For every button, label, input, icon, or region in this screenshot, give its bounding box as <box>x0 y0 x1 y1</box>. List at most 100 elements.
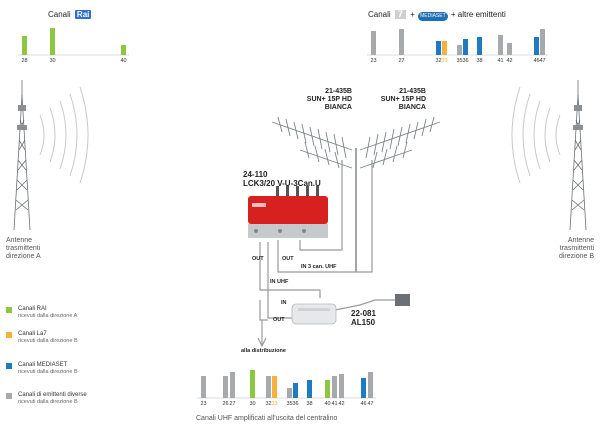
yagi-antenna-right <box>359 116 441 169</box>
antenna-left-model: SUN+ 15P HD <box>306 96 352 103</box>
tick-label: 47 <box>539 58 546 64</box>
tick-label: 33 <box>271 401 278 407</box>
power-supply-label: 22-081 AL150 <box>351 309 376 327</box>
rai-logo-badge: Rai <box>74 10 92 19</box>
legend-label: Canali MEDIASET <box>18 362 68 368</box>
tick-label: 28 <box>21 58 28 64</box>
bar-ch-36 <box>293 383 298 398</box>
bar-ch-23 <box>201 376 206 398</box>
tick-label: 42 <box>506 58 513 64</box>
power-supply-model: AL150 <box>351 318 376 327</box>
rai-chart-header: Canali Rai <box>48 10 92 19</box>
tx-left-label: Antenne trasmittenti direzione A <box>6 237 41 261</box>
tick-label: 42 <box>338 401 345 407</box>
bar-ch-41 <box>498 35 503 55</box>
uhf-b-chart-header: Canali 7 + MEDIASET + altre emittenti <box>368 10 506 21</box>
antenna-right-code: 21-435B <box>399 88 426 95</box>
tx-right-line3: direzione B <box>558 253 594 260</box>
bar-ch-40 <box>325 380 330 398</box>
bar-ch-33 <box>442 41 447 55</box>
legend-swatch-grey <box>6 393 12 399</box>
bar-ch-30 <box>250 370 255 398</box>
plus-1: + <box>410 10 415 19</box>
tick-label: 36 <box>292 401 299 407</box>
mediaset-logo-badge: MEDIASET <box>418 12 448 21</box>
tx-right-line1: Antenne <box>567 237 594 244</box>
port-ps-in: IN <box>281 300 287 306</box>
legend-label: Canali La7 <box>18 331 47 337</box>
legend-sublabel: ricevuti dalla direzione B <box>18 338 78 344</box>
bar-ch-42 <box>339 374 344 398</box>
amplifier-model: LCK3/20 V-U-3Can.U <box>243 179 321 188</box>
bar-ch-23 <box>371 31 376 55</box>
tick-label: 27 <box>398 58 405 64</box>
tick-label: 23 <box>200 401 207 407</box>
legend-sublabel: ricevuti dalla direzione B <box>18 369 78 375</box>
tx-left-line1: Antenne <box>6 237 33 244</box>
tick-label: 32 <box>265 401 272 407</box>
tower-left-waves <box>39 86 89 184</box>
tick-label: 41 <box>331 401 338 407</box>
legend-swatch-blue <box>6 363 12 369</box>
bar-ch-32 <box>266 376 271 398</box>
yagi-antenna-left <box>271 116 353 169</box>
tick-label: 30 <box>249 401 256 407</box>
bar-ch-47 <box>368 372 373 398</box>
amplifier-unit <box>248 186 328 238</box>
bar-ch-33 <box>272 376 277 398</box>
bar-ch-40 <box>121 45 126 55</box>
tick-label: 38 <box>476 58 483 64</box>
antenna-left-label: 21-435B SUN+ 15P HD BIANCA <box>300 88 352 112</box>
legend-sublabel: ricevuti dalla direzione B <box>18 399 78 405</box>
port-ps-out: OUT <box>273 317 285 323</box>
tower-right-waves <box>511 86 561 184</box>
tick-label: 30 <box>49 58 56 64</box>
antenna-right-model: SUN+ 15P HD <box>380 96 426 103</box>
bar-ch-27 <box>230 372 235 398</box>
distribution-label: alla distribuzione <box>241 348 286 354</box>
distribution-arrow <box>257 337 267 348</box>
uhf-b-label-suffix: altre emittenti <box>457 10 506 19</box>
tick-label: 46 <box>533 58 540 64</box>
rai-chart-label: Canali <box>48 10 71 19</box>
tx-right-line2: trasmittenti <box>559 245 594 252</box>
tick-label: 38 <box>306 401 313 407</box>
plus-2: + <box>450 10 456 19</box>
tick-label: 33 <box>441 58 448 64</box>
output-chart-title: Canali UHF amplificati all'uscita del ce… <box>196 415 338 422</box>
legend-label: Canali RAI <box>18 306 47 312</box>
bar-ch-46 <box>361 378 366 398</box>
tx-left-line2: trasmittenti <box>6 245 41 252</box>
port-in-3can: IN 3 can. UHF <box>301 264 337 270</box>
bar-ch-28 <box>22 36 27 55</box>
bar-ch-42 <box>507 43 512 55</box>
bar-ch-38 <box>307 380 312 398</box>
bar-ch-36 <box>463 39 468 55</box>
tick-label: 47 <box>367 401 374 407</box>
tick-label: 35 <box>456 58 463 64</box>
legend-sublabel: ricevuti dalla direzione A <box>18 313 78 319</box>
power-supply-unit <box>291 294 410 325</box>
legend-label: Canali di emittenti diverse <box>18 392 87 398</box>
tx-right-label: Antenne trasmittenti direzione B <box>559 237 594 261</box>
tick-label: 40 <box>324 401 331 407</box>
port-out-2: OUT <box>282 256 294 262</box>
bar-ch-32 <box>436 41 441 55</box>
output-chart <box>197 370 376 399</box>
bar-ch-27 <box>399 29 404 55</box>
tick-label: 32 <box>435 58 442 64</box>
tower-left <box>13 80 31 231</box>
legend-swatch-green <box>6 307 12 313</box>
amplifier-label: 24-110 LCK3/20 V-U-3Can.U <box>243 170 321 188</box>
tick-label: 46 <box>360 401 367 407</box>
tick-label: 41 <box>497 58 504 64</box>
port-out-1: OUT <box>252 256 264 262</box>
tick-label: 40 <box>120 58 127 64</box>
tick-label: 36 <box>462 58 469 64</box>
tick-label: 35 <box>286 401 293 407</box>
legend-swatch-orange <box>6 332 12 338</box>
tick-label: 23 <box>370 58 377 64</box>
bar-ch-46 <box>534 37 539 55</box>
la7-logo-badge: 7 <box>394 10 406 19</box>
